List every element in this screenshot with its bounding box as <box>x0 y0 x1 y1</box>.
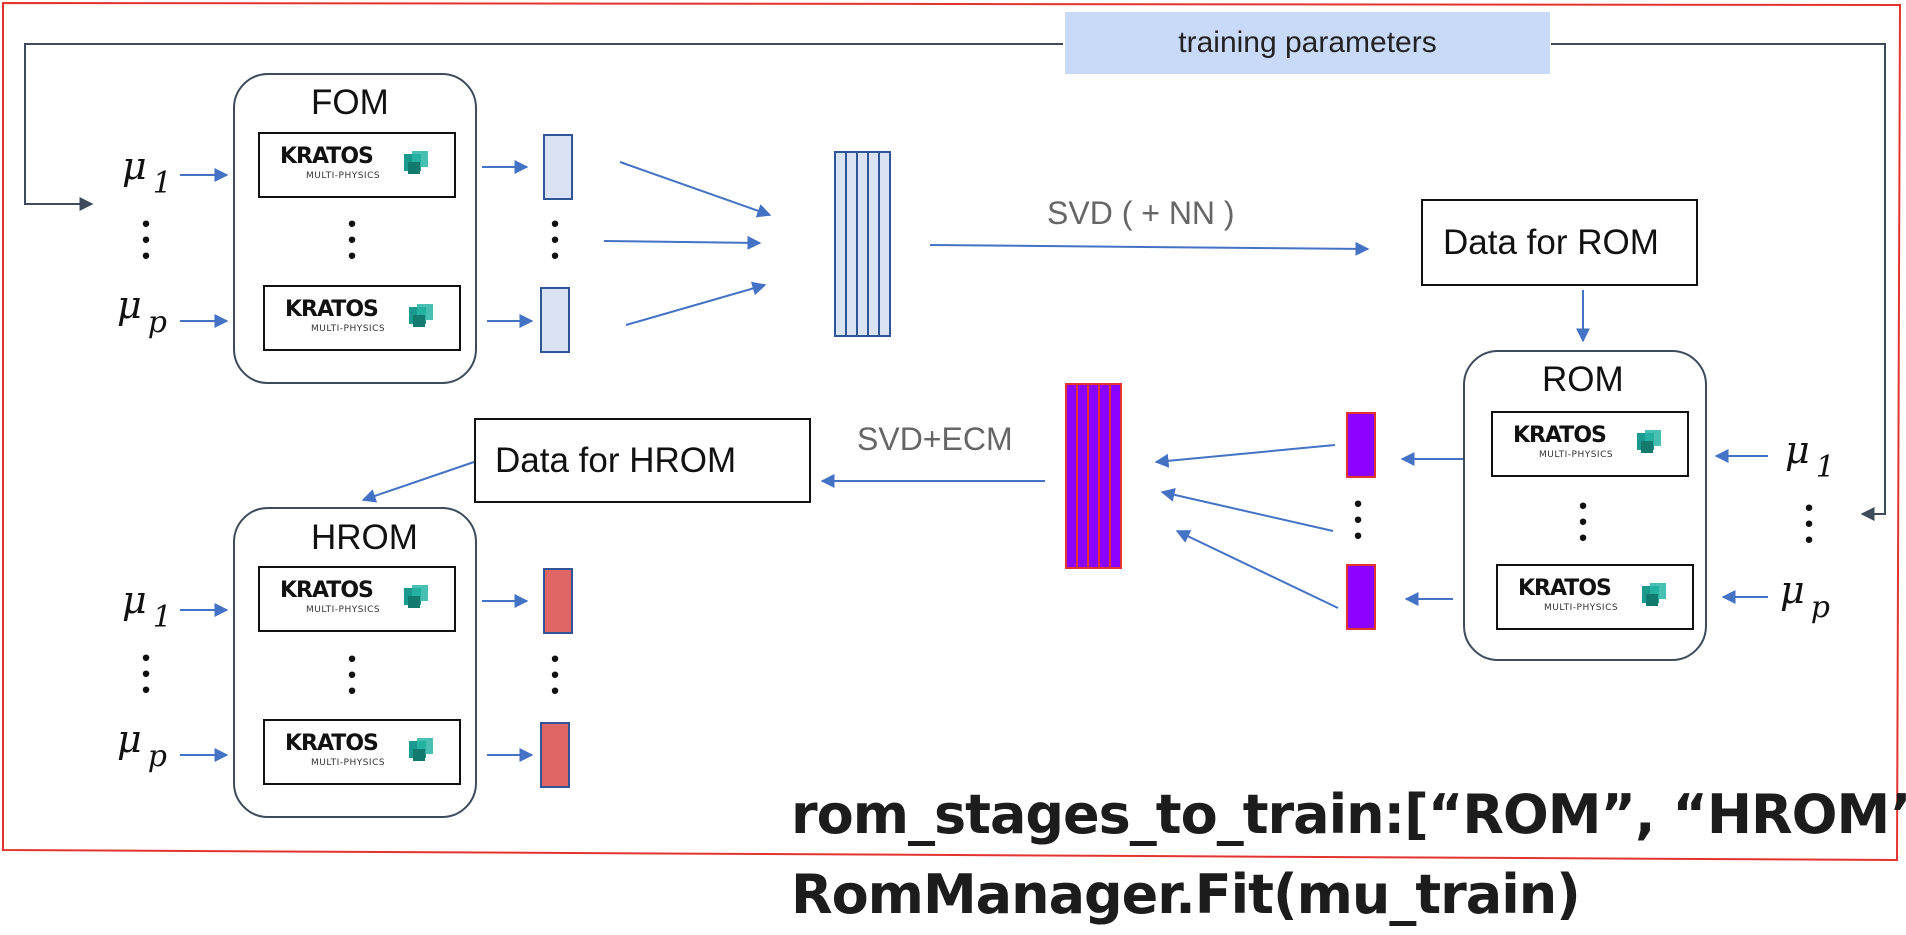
training-loop-line <box>24 43 1063 211</box>
kratos-tagline: MULTI-PHYSICS <box>306 605 381 615</box>
mu-index: 1 <box>152 600 172 635</box>
svd-ecm-label: SVD+ECM <box>857 421 1013 457</box>
rom-output-ellipsis: ··· <box>1351 481 1365 558</box>
fom-container <box>233 73 477 384</box>
mu-index: p <box>147 739 167 774</box>
hrom-container <box>233 507 477 818</box>
hrom-snapshot-1 <box>543 568 573 634</box>
hrom-snapshot-p <box>540 722 570 788</box>
fom-snapshot-p <box>540 287 570 353</box>
fom-kratos-logo-p: KRATOS MULTI-PHYSICS <box>263 285 461 351</box>
kratos-wordmark: KRATOS <box>285 297 379 322</box>
kratos-cube-icon <box>409 304 433 327</box>
rom-solver-ellipsis: ··· <box>1576 483 1590 560</box>
svd-nn-label: SVD ( + NN ) <box>1047 195 1235 231</box>
kratos-tagline: MULTI-PHYSICS <box>1539 450 1614 460</box>
code-line-fit: RomManager.Fit(mu_train) <box>791 863 1581 926</box>
red-frame <box>2 1 1902 862</box>
data-for-rom-label: Data for ROM <box>1443 223 1659 262</box>
data-for-hrom-label: Data for HROM <box>495 441 737 480</box>
kratos-cube-icon <box>409 738 433 761</box>
kratos-wordmark: KRATOS <box>1513 423 1607 448</box>
fom-title: FOM <box>311 83 389 122</box>
kratos-wordmark: KRATOS <box>1518 576 1612 601</box>
kratos-wordmark: KRATOS <box>285 731 379 756</box>
mu-index: 1 <box>152 166 172 201</box>
kratos-tagline: MULTI-PHYSICS <box>1544 603 1619 613</box>
kratos-cube-icon <box>404 151 428 174</box>
fom-solver-ellipsis: ··· <box>345 201 359 278</box>
mu-symbol: μ <box>1785 428 1810 472</box>
hrom-solver-ellipsis: ··· <box>345 636 359 713</box>
fom-snapshot-matrix <box>834 151 891 337</box>
rom-snapshot-matrix <box>1065 383 1122 569</box>
training-parameters-banner: training parameters <box>1065 12 1550 74</box>
mu-symbol: μ <box>122 578 147 622</box>
fom-snapshot-1 <box>543 134 573 200</box>
kratos-cube-icon <box>404 585 428 608</box>
rom-kratos-logo-p: KRATOS MULTI-PHYSICS <box>1496 564 1694 630</box>
fom-output-ellipsis: ··· <box>548 201 562 278</box>
kratos-cube-icon <box>1642 583 1666 606</box>
kratos-tagline: MULTI-PHYSICS <box>311 758 386 768</box>
rom-kratos-logo-1: KRATOS MULTI-PHYSICS <box>1491 411 1689 477</box>
kratos-tagline: MULTI-PHYSICS <box>311 324 386 334</box>
mu-symbol: μ <box>122 144 147 188</box>
data-for-hrom-box <box>474 418 811 503</box>
mu-symbol: μ <box>117 717 142 761</box>
kratos-cube-icon <box>1637 430 1661 453</box>
mu-index: 1 <box>1815 450 1835 485</box>
rom-snapshot-1 <box>1346 412 1376 478</box>
hrom-kratos-logo-p: KRATOS MULTI-PHYSICS <box>263 719 461 785</box>
mu-symbol: μ <box>1780 568 1805 612</box>
hrom-kratos-logo-1: KRATOS MULTI-PHYSICS <box>258 566 456 632</box>
rom-title: ROM <box>1542 360 1624 399</box>
kratos-wordmark: KRATOS <box>280 578 374 603</box>
fom-input-ellipsis: ··· <box>139 201 153 278</box>
rom-snapshot-p <box>1346 564 1376 630</box>
hrom-output-ellipsis: ··· <box>548 636 562 713</box>
hrom-input-ellipsis: ··· <box>139 635 153 712</box>
mu-index: p <box>147 305 167 340</box>
kratos-tagline: MULTI-PHYSICS <box>306 171 381 181</box>
data-for-rom-box <box>1421 199 1698 286</box>
fom-kratos-logo-1: KRATOS MULTI-PHYSICS <box>258 132 456 198</box>
training-loop-line-right <box>1551 43 1886 521</box>
training-parameters-label: training parameters <box>1178 26 1437 59</box>
rom-container <box>1463 350 1707 661</box>
mu-symbol: μ <box>117 283 142 327</box>
code-line-stages: rom_stages_to_train:[“ROM”, “HROM”] <box>791 783 1906 846</box>
hrom-title: HROM <box>311 518 418 557</box>
rom-input-ellipsis: ··· <box>1802 485 1816 562</box>
kratos-wordmark: KRATOS <box>280 144 374 169</box>
mu-index: p <box>1810 590 1830 625</box>
